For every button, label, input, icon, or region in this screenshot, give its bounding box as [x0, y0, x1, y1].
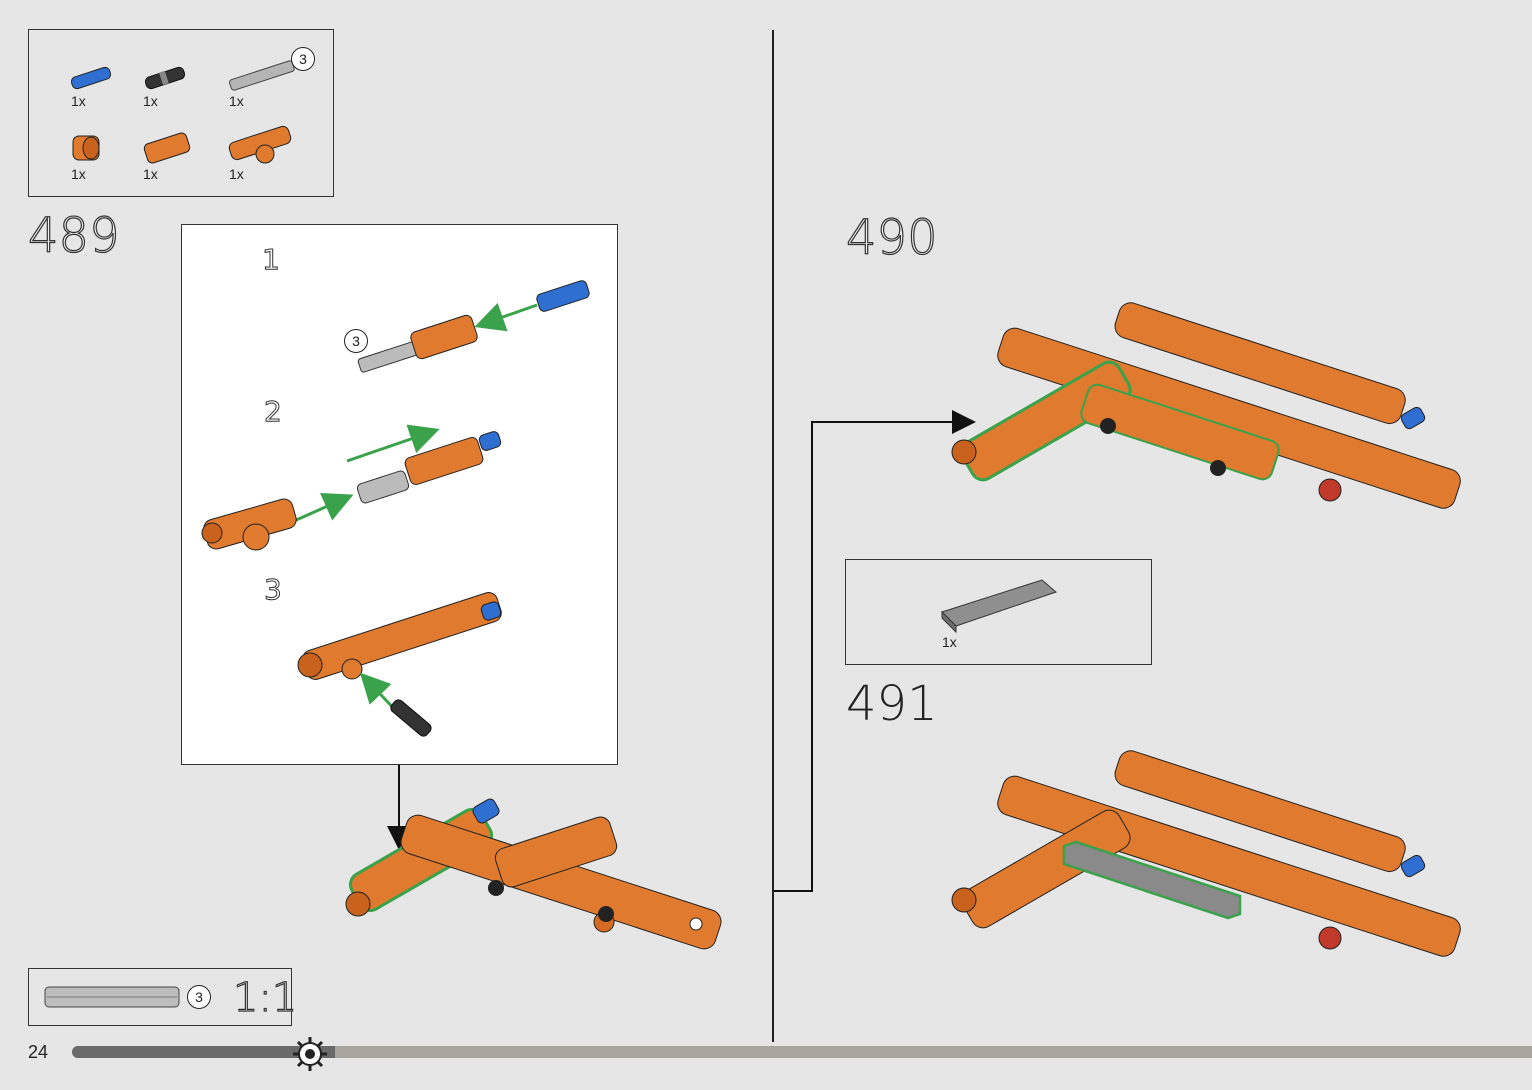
- step-489-model: [336, 792, 736, 952]
- step-491-model: [950, 770, 1430, 980]
- scale-label: 1:1: [233, 975, 297, 1021]
- parts-list-491: 1x: [845, 559, 1152, 665]
- scale-reference: 3 1:1: [28, 968, 292, 1026]
- length-badge: 3: [187, 985, 211, 1009]
- qty-label: 1x: [942, 634, 957, 650]
- step-490-model: [950, 322, 1430, 532]
- step-number-490: 490: [846, 210, 938, 266]
- gear-icon: [290, 1034, 330, 1074]
- step-number-491: 491: [846, 676, 938, 732]
- page-number: 24: [28, 1042, 48, 1063]
- dark-grey-tile-icon: [846, 560, 1153, 666]
